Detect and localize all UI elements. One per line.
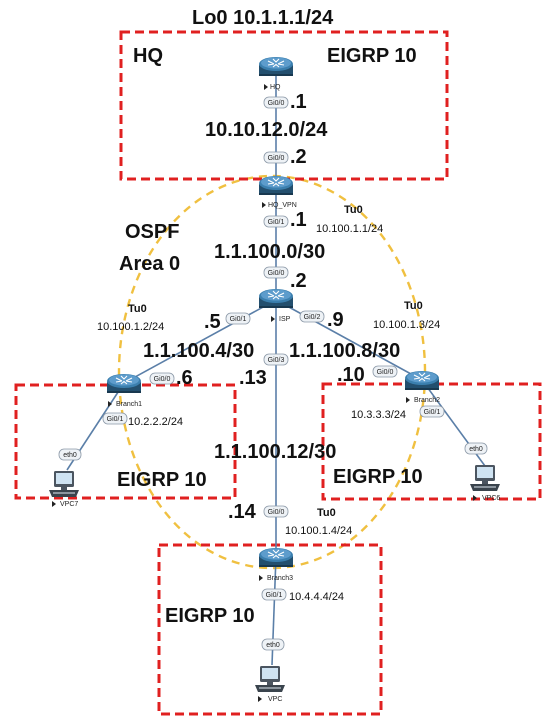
svg-text:Gi0/0: Gi0/0: [268, 155, 285, 162]
area0-label: Area 0: [119, 253, 180, 275]
ospf-label: OSPF: [125, 221, 179, 243]
text-labels: Lo0 10.1.1.1/24 HQ EIGRP 10 .1 10.10.12.…: [97, 7, 440, 627]
device-label-branch2: Branch2: [414, 397, 440, 404]
pc-vpc[interactable]: VPC: [255, 666, 285, 703]
net-1-1-100-0-label: 1.1.100.0/30: [214, 241, 325, 263]
device-label-branch3: Branch3: [267, 575, 293, 582]
port-hqvpn-g00[interactable]: Gi0/0: [263, 151, 289, 164]
net-1-1-100-4-label: 1.1.100.4/30: [143, 340, 254, 362]
zone-branch1: [14, 383, 237, 500]
port-b2-g00[interactable]: Gi0/0: [372, 365, 398, 378]
port-hq-g00[interactable]: Gi0/0: [263, 96, 289, 109]
router-hq-vpn[interactable]: HQ_VPN: [258, 175, 297, 209]
eigrp-b2-label: EIGRP 10: [333, 466, 423, 488]
tu0-hq-label: Tu0: [344, 204, 363, 216]
svg-text:Gi0/2: Gi0/2: [304, 314, 321, 321]
svg-text:Gi0/1: Gi0/1: [424, 409, 441, 416]
device-label-isp: ISP: [279, 316, 291, 323]
eigrp-b3-label: EIGRP 10: [165, 605, 255, 627]
svg-text:Gi0/0: Gi0/0: [268, 509, 285, 516]
port-b3-g00[interactable]: Gi0/0: [263, 505, 289, 518]
device-label-vpc: VPC: [268, 696, 282, 703]
isp-dot2-label: .2: [290, 270, 307, 292]
tu0-b2-label: Tu0: [404, 300, 423, 312]
device-label-branch1: Branch1: [116, 401, 142, 408]
port-vpc7-eth0[interactable]: eth0: [58, 448, 82, 461]
net-10-10-12-label: 10.10.12.0/24: [205, 119, 328, 141]
link-isp-branch1[interactable]: [123, 299, 277, 384]
eigrp-hq-label: EIGRP 10: [327, 45, 417, 67]
port-b2-g01[interactable]: Gi0/1: [419, 405, 445, 418]
svg-text:Gi0/1: Gi0/1: [107, 416, 124, 423]
device-label-vpc6: VPC6: [482, 495, 500, 502]
isp-dot5-label: .5: [204, 311, 221, 333]
svg-text:Gi0/0: Gi0/0: [377, 369, 394, 376]
port-hqvpn-g01[interactable]: Gi0/1: [263, 215, 289, 228]
eigrp-b1-label: EIGRP 10: [117, 469, 207, 491]
lo0-label: Lo0 10.1.1.1/24: [192, 7, 334, 29]
router-isp[interactable]: ISP: [258, 288, 294, 323]
svg-text:Gi0/3: Gi0/3: [268, 357, 285, 364]
hqvpn-dot1-label: .1: [290, 209, 307, 231]
svg-text:Gi0/0: Gi0/0: [154, 376, 171, 383]
port-isp-g01[interactable]: Gi0/1: [225, 312, 251, 325]
svg-text:Gi0/0: Gi0/0: [268, 270, 285, 277]
tu0-b3-ip-label: 10.100.1.4/24: [285, 525, 352, 537]
svg-text:Gi0/1: Gi0/1: [266, 592, 283, 599]
b1-dot6-label: .6: [176, 367, 193, 389]
isp-dot13-label: .13: [239, 367, 267, 389]
tu0-hq-ip-label: 10.100.1.1/24: [316, 223, 383, 235]
net-1-1-100-12-label: 1.1.100.12/30: [214, 441, 336, 463]
tu0-b1-ip-label: 10.100.1.2/24: [97, 321, 164, 333]
router-hq[interactable]: HQ: [258, 56, 294, 91]
port-isp-g03[interactable]: Gi0/3: [263, 353, 289, 366]
router-branch1[interactable]: Branch1: [106, 373, 142, 408]
device-label-vpc7: VPC7: [60, 501, 78, 508]
port-b1-g01[interactable]: Gi0/1: [102, 412, 128, 425]
isp-dot9-label: .9: [327, 309, 344, 331]
svg-text:eth0: eth0: [469, 446, 483, 453]
tu0-b1-label: Tu0: [128, 303, 147, 315]
hq-dot1-label: .1: [290, 91, 307, 113]
port-isp-g00[interactable]: Gi0/0: [263, 266, 289, 279]
b3-lan-label: 10.4.4.4/24: [289, 591, 344, 603]
b2-dot10-label: .10: [337, 364, 365, 386]
router-branch3[interactable]: Branch3: [258, 547, 294, 582]
device-label-hq-vpn: HQ_VPN: [268, 202, 297, 209]
net-1-1-100-8-label: 1.1.100.8/30: [289, 340, 400, 362]
svg-text:Gi0/0: Gi0/0: [268, 100, 285, 107]
svg-text:Gi0/1: Gi0/1: [268, 219, 285, 226]
hq-area-label: HQ: [133, 45, 163, 67]
svg-text:Gi0/1: Gi0/1: [230, 316, 247, 323]
port-vpc6-eth0[interactable]: eth0: [464, 442, 488, 455]
tu0-b2-ip-label: 10.100.1.3/24: [373, 319, 440, 331]
port-vpc-eth0[interactable]: eth0: [261, 638, 285, 651]
port-b1-g00[interactable]: Gi0/0: [149, 372, 175, 385]
port-b3-g01[interactable]: Gi0/1: [261, 588, 287, 601]
b2-lan-label: 10.3.3.3/24: [351, 409, 406, 421]
svg-text:eth0: eth0: [63, 452, 77, 459]
hqvpn-dot2-label: .2: [290, 146, 307, 168]
svg-text:eth0: eth0: [266, 642, 280, 649]
b3-dot14-label: .14: [228, 501, 257, 523]
port-isp-g02[interactable]: Gi0/2: [299, 310, 325, 323]
zone-branch2: [321, 382, 542, 501]
tu0-b3-label: Tu0: [317, 507, 336, 519]
device-label-hq: HQ: [270, 84, 281, 91]
port-tags: Gi0/0 Gi0/0 Gi0/1 Gi0/0 Gi0/1 Gi0/2 Gi0/…: [58, 96, 488, 651]
router-branch2[interactable]: Branch2: [404, 370, 440, 404]
pc-vpc7[interactable]: VPC7: [49, 471, 79, 508]
pc-vpc6[interactable]: VPC6: [470, 465, 500, 502]
b1-lan-label: 10.2.2.2/24: [128, 416, 183, 428]
